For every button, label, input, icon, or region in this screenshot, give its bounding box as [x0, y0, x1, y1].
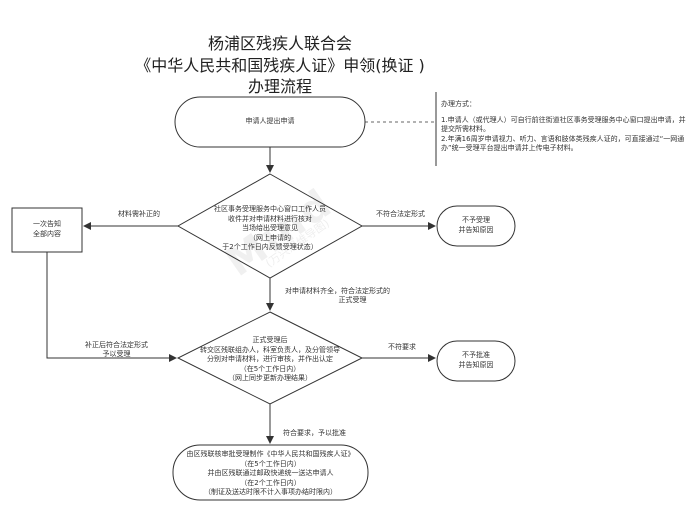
- final-line-5: （制证及送达时限不计入事项办结时限内）: [204, 488, 337, 496]
- review-line-5: 于2个工作日内反馈受理状态）: [222, 243, 318, 251]
- edge-label-resubmit-1: 补正后符合法定形式: [85, 341, 148, 349]
- reject1-node: [436, 205, 516, 247]
- start-node-label: 申请人提出申请: [175, 117, 365, 127]
- edge-label-complete-1: 对申请材料齐全，符合法定形式的: [285, 287, 390, 295]
- reject1-node-label: 不予受理 并告知原因: [437, 216, 515, 235]
- review-line-2: 收件并对申请材料进行核对: [228, 214, 312, 223]
- final-node-label: 由区残联核审批受理制作《中华人民共和国残疾人证》 （在5个工作日内） 并由区残联…: [173, 450, 368, 498]
- page-title-line1: 杨浦区残疾人联合会: [207, 34, 352, 53]
- method-note-item-2: 2.年满16周岁申请视力、听力、言语和肢体类残疾人证的，可直接通过“一网通办”统…: [441, 134, 685, 153]
- supplement-line-2: 全部内容: [33, 229, 61, 238]
- edge-label-incomplete: 材料需补正的: [118, 210, 160, 218]
- edge-label-not-legal: 不符合法定形式: [376, 210, 425, 218]
- supplement-node-label: 一次告知 全部内容: [12, 220, 82, 239]
- reject2-line-1: 不予批准: [462, 351, 490, 359]
- reject2-line-2: 并告知原因: [458, 360, 494, 369]
- final-line-1: 由区残联核审批受理制作《中华人民共和国残疾人证》: [186, 450, 355, 458]
- reject2-node: [436, 340, 516, 382]
- review-node-label: 社区事务受理服务中心窗口工作人员 收件并对申请材料进行核对 当场给出受理意见 （…: [195, 205, 345, 253]
- final-line-3: 并由区残联通过邮政快递统一送达申请人: [207, 469, 334, 477]
- review-line-4: （网上申请的: [249, 233, 291, 242]
- page-title-line3: 办理流程: [247, 77, 312, 96]
- edge-label-complete-2: 正式受理: [338, 296, 367, 304]
- supplement-node: [11, 207, 83, 253]
- review-line-1: 社区事务受理服务中心窗口工作人员: [214, 205, 326, 213]
- method-note-heading: 办理方式：: [441, 100, 476, 108]
- edge-label-not-meet: 不符要求: [388, 343, 416, 351]
- reject1-line-1: 不予受理: [462, 216, 490, 224]
- approve-line-2: 转交区残联组办人，科室负责人，及分管领导: [200, 345, 340, 354]
- approve-line-5: （网上同步更新办理结果）: [228, 374, 312, 382]
- review-line-3: 当场给出受理意见: [242, 224, 298, 232]
- start-node-text: 申请人提出申请: [245, 117, 295, 125]
- arrow-supplement-approve: [46, 252, 177, 362]
- edge-label-resubmit-2: 予以受理: [102, 350, 131, 358]
- final-node: [172, 444, 369, 501]
- supplement-line-1: 一次告知: [33, 220, 61, 228]
- reject2-node-label: 不予批准 并告知原因: [437, 351, 515, 370]
- edge-label-complete: 对申请材料齐全，符合法定形式的 正式受理: [285, 287, 390, 305]
- approve-line-4: （在5个工作日内）: [239, 364, 301, 373]
- method-note: 办理方式： 1.申请人（或代理人）可自行前往街道社区事务受理服务中心窗口提出申请…: [441, 100, 691, 154]
- edge-label-meet: 符合要求，予以批准: [283, 429, 346, 437]
- approve-line-3: 分别对申请材料，进行审核，并作出认定: [207, 355, 333, 363]
- approve-line-1: 正式受理后: [252, 336, 288, 344]
- reject1-line-2: 并告知原因: [458, 225, 494, 234]
- edge-label-resubmit: 补正后符合法定形式 予以受理: [85, 341, 148, 359]
- approve-node-label: 正式受理后 转交区残联组办人，科室负责人，及分管领导 分别对申请材料，进行审核，…: [188, 336, 352, 384]
- final-line-2: （在5个工作日内）: [240, 459, 301, 468]
- method-note-item-1: 1.申请人（或代理人）可自行前往街道社区事务受理服务中心窗口提出申请，并提交所需…: [441, 115, 686, 134]
- final-line-4: （在2个工作日内）: [240, 478, 301, 487]
- page-title-line2: 《中华人民共和国残疾人证》申领(换证 ): [135, 56, 425, 75]
